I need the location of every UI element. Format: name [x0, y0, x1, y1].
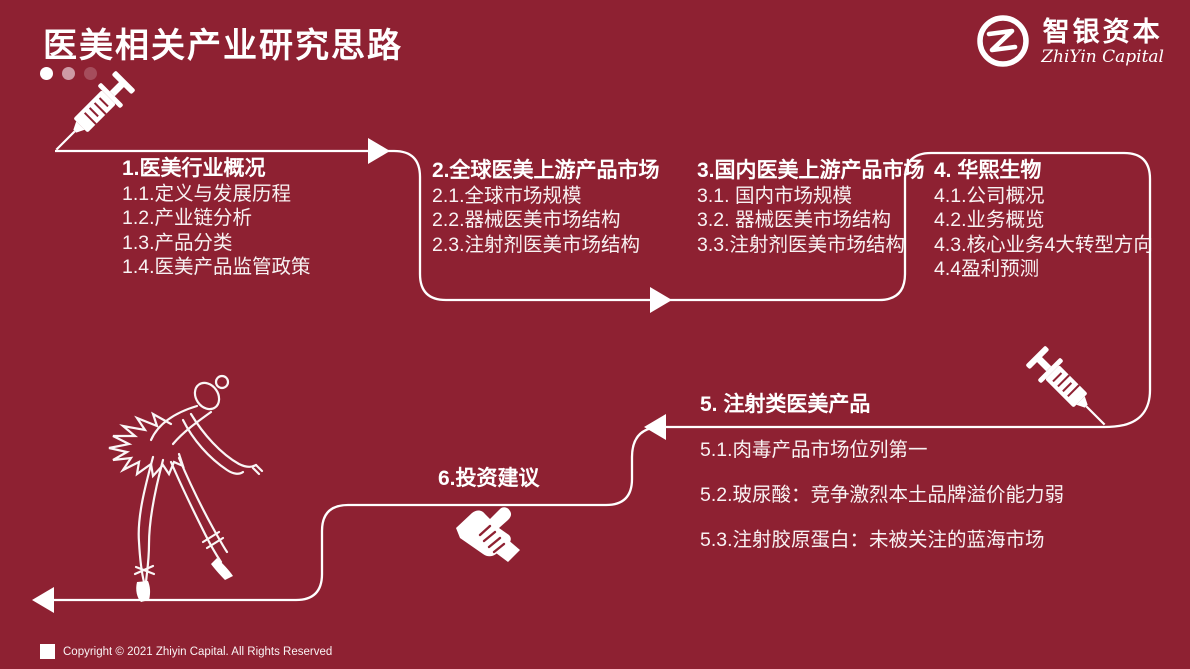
- dot-icon: [84, 67, 97, 80]
- section-item: 1.1.定义与发展历程: [122, 182, 292, 205]
- square-bullet-icon: [40, 644, 55, 659]
- section-2: 2.全球医美上游产品市场 2.1.全球市场规模 2.2.器械医美市场结构 2.3…: [432, 160, 660, 256]
- section-item: 4.1.公司概况: [934, 184, 1045, 207]
- section-heading: 3.国内医美上游产品市场: [697, 159, 925, 182]
- section-1: 1.医美行业概况 1.1.定义与发展历程 1.2.产业链分析 1.3.产品分类 …: [122, 157, 311, 279]
- dot-icon: [40, 67, 53, 80]
- ballerina-illustration: [108, 374, 264, 602]
- section-item: 1.4.医美产品监管政策: [122, 256, 311, 278]
- section-heading: 1.医美行业概况: [122, 157, 266, 180]
- section-item: 3.3.注射剂医美市场结构: [697, 233, 906, 256]
- arrow-right-icon: [650, 287, 672, 313]
- section-item: 3.1. 国内市场规模: [697, 184, 852, 207]
- logo-name-en: ZhiYin Capital: [1041, 46, 1164, 67]
- copyright: Copyright © 2021 Zhiyin Capital. All Rig…: [40, 644, 332, 659]
- arrow-left-icon: [644, 414, 666, 440]
- section-item: 1.3.产品分类: [122, 231, 233, 254]
- section-heading: 4. 华熙生物: [934, 159, 1042, 182]
- syringe-icon: [43, 67, 139, 163]
- section-item: 2.2.器械医美市场结构: [432, 209, 621, 231]
- section-heading: 2.全球医美上游产品市场: [432, 159, 660, 182]
- dot-icon: [62, 67, 75, 80]
- section-item: 2.1.全球市场规模: [432, 184, 582, 207]
- section-3: 3.国内医美上游产品市场 3.1. 国内市场规模 3.2. 器械医美市场结构 3…: [697, 160, 925, 256]
- copyright-text: Copyright © 2021 Zhiyin Capital. All Rig…: [63, 645, 333, 658]
- section-item: 5.1.肉毒产品市场位列第一: [700, 439, 928, 461]
- section-item: 4.3.核心业务4大转型方向: [934, 233, 1153, 256]
- section-item: 5.2.玻尿酸：竞争激烈本土品牌溢价能力弱: [700, 484, 1065, 506]
- logo: 智银资本 ZhiYin Capital: [975, 13, 1164, 69]
- section-heading: 5. 注射类医美产品: [700, 393, 871, 416]
- title-dots-decoration: [40, 67, 97, 80]
- section-item: 5.3.注射胶原蛋白：未被关注的蓝海市场: [700, 529, 1045, 551]
- section-5: 5. 注射类医美产品 5.1.肉毒产品市场位列第一 5.2.玻尿酸：竞争激烈本土…: [700, 393, 1065, 552]
- section-6: 6.投资建议: [438, 468, 540, 490]
- section-heading: 6.投资建议: [438, 467, 540, 490]
- arrow-right-icon: [368, 138, 390, 164]
- page-title: 医美相关产业研究思路: [43, 27, 403, 65]
- logo-name-cn: 智银资本: [1042, 16, 1163, 47]
- section-item: 4.4盈利预测: [934, 258, 1040, 280]
- section-item: 1.2.产业链分析: [122, 207, 253, 229]
- section-item: 3.2. 器械医美市场结构: [697, 209, 891, 231]
- logo-mark-icon: [977, 15, 1029, 67]
- section-4: 4. 华熙生物 4.1.公司概况 4.2.业务概览 4.3.核心业务4大转型方向…: [934, 159, 1153, 281]
- section-item: 4.2.业务概览: [934, 209, 1045, 231]
- handshake-icon: [456, 507, 520, 562]
- section-item: 2.3.注射剂医美市场结构: [432, 233, 641, 256]
- arrow-left-icon: [32, 587, 54, 613]
